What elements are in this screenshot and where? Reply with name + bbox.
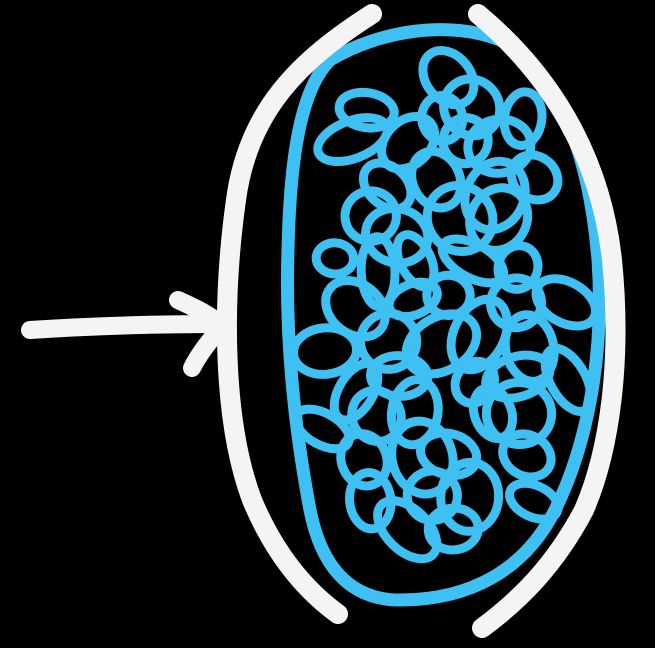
scribble-loop [315,242,354,275]
arrow-head [178,300,222,368]
pointer-arrow [30,300,222,368]
scribble-loop [367,490,448,570]
scribble-loop [504,476,564,526]
scribble-loop [502,146,567,209]
arrow-shaft [30,324,220,330]
scribble-loop [402,143,470,216]
scribble-loop [528,269,604,336]
